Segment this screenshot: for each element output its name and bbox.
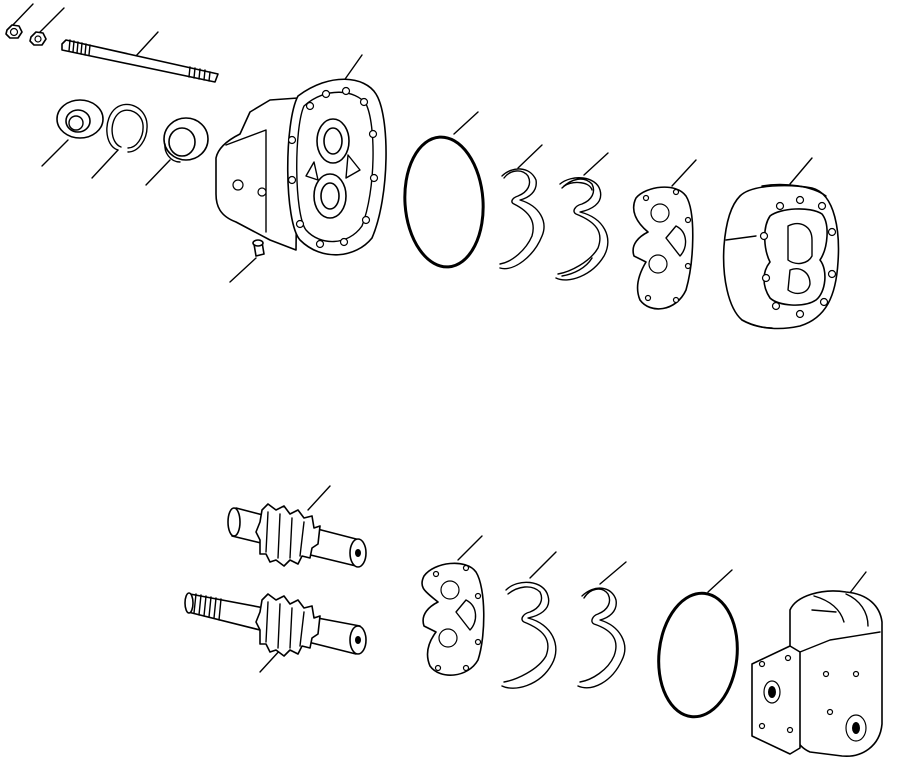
hex-nut-icon [5, 24, 23, 39]
backup-ring-icon [577, 587, 626, 689]
gear-housing-icon [722, 183, 840, 330]
bushing-icon [163, 117, 209, 163]
o-ring-icon [657, 591, 739, 719]
driven-gear-icon [227, 503, 367, 568]
seal-ring-icon [56, 99, 104, 139]
o-ring-icon [403, 135, 485, 269]
seal-icon [555, 177, 609, 281]
wear-plate-icon [632, 186, 694, 310]
seal-icon [501, 581, 557, 689]
pump-cover-icon [215, 78, 387, 256]
leader-lines-upper [9, 3, 813, 283]
wear-plate-icon [421, 562, 485, 676]
hex-nut-icon [29, 31, 47, 46]
drive-gear-icon [184, 592, 367, 657]
snap-ring-icon [106, 103, 148, 153]
backup-ring-icon [499, 168, 545, 270]
end-cover-icon [751, 590, 883, 757]
pin-icon [252, 239, 265, 257]
threaded-rod-icon [61, 39, 219, 83]
